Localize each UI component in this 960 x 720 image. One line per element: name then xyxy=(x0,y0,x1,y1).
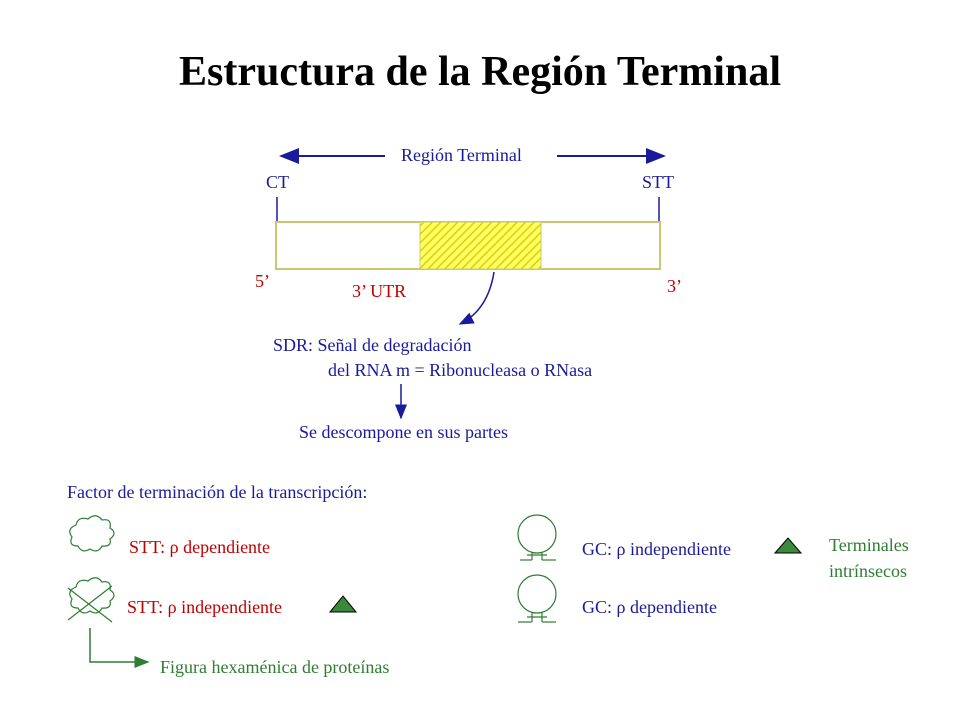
gc-rho-dependent-label: GC: ρ dependiente xyxy=(582,597,717,617)
intrinsic-triangle-icon xyxy=(773,537,803,554)
sdr-line-1: SDR: Señal de degradación xyxy=(273,335,472,355)
hexameric-arrow xyxy=(89,628,150,668)
ct-label: CT xyxy=(266,172,290,192)
region-terminal-label: Región Terminal xyxy=(401,145,522,165)
hexameric-label: Figura hexaménica de proteínas xyxy=(160,657,390,677)
utr-hatched-segment xyxy=(419,221,542,270)
rho-protein-cloud-icon xyxy=(69,515,115,552)
independent-triangle-icon xyxy=(328,595,358,613)
gc-rho-independent-label: GC: ρ independiente xyxy=(582,539,731,559)
sdr-line-2: del RNA m = Ribonucleasa o RNasa xyxy=(328,360,593,380)
intrinsic-terminals-line-1: Terminales xyxy=(829,535,909,555)
rho-protein-crossed-icon xyxy=(67,577,115,623)
utr-to-sdr-arrow xyxy=(458,271,495,325)
stt-label: STT xyxy=(642,172,675,192)
stem-loop-hairpin-icon xyxy=(517,514,557,561)
three-prime-label: 3’ xyxy=(667,276,682,296)
sdr-result: Se descompone en sus partes xyxy=(299,422,508,442)
five-prime-label: 5’ xyxy=(255,271,270,291)
stt-rho-independent-label: STT: ρ independiente xyxy=(127,597,283,617)
page-title: Estructura de la Región Terminal xyxy=(178,49,781,95)
stt-rho-dependent-label: STT: ρ dependiente xyxy=(129,537,271,557)
stem-loop-hairpin-dependent-icon xyxy=(517,574,557,623)
intrinsic-terminals-line-2: intrínsecos xyxy=(829,561,907,581)
utr-label: 3’ UTR xyxy=(352,281,407,301)
factors-heading: Factor de terminación de la transcripció… xyxy=(67,482,368,502)
